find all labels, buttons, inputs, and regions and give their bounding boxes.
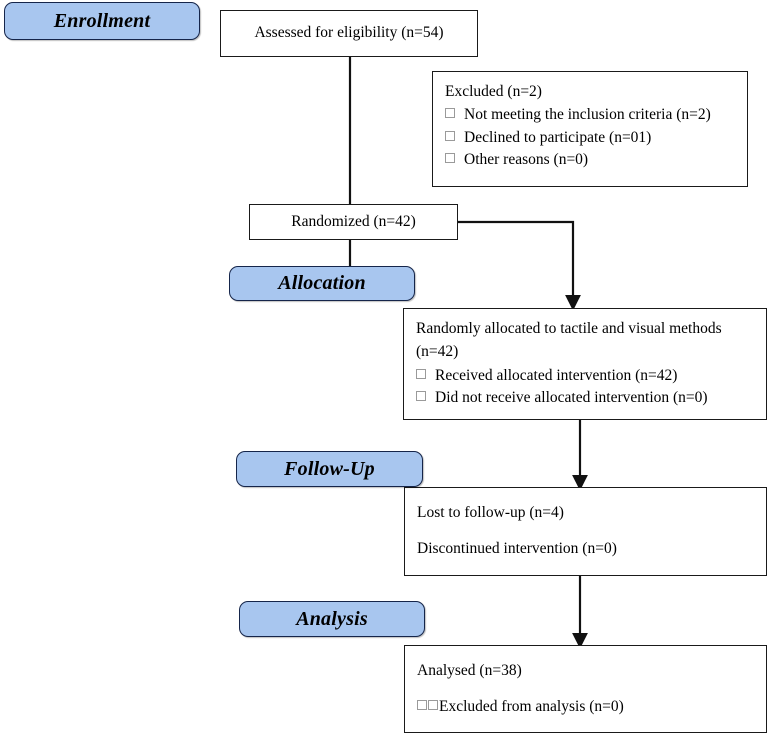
box-allocated: Randomly allocated to tactile and visual…: [403, 308, 767, 420]
checkbox-square-icon: [445, 108, 455, 119]
stage-badge-enrollment[interactable]: Enrollment: [4, 2, 200, 40]
box-follow-up-line1: Lost to follow-up (n=4): [417, 504, 564, 521]
stage-badge-enrollment-label: Enrollment: [53, 9, 151, 32]
box-excluded: Excluded (n=2) Not meeting the inclusion…: [432, 71, 748, 187]
box-excluded-item-1-label: Declined to participate (n=01): [464, 128, 652, 146]
box-excluded-item-0: Not meeting the inclusion criteria (n=2): [445, 104, 735, 126]
stage-badge-allocation-label: Allocation: [278, 272, 366, 294]
checkbox-square-icon: [416, 368, 426, 379]
stage-badge-followup-label: Follow-Up: [284, 457, 375, 480]
box-allocated-item-1: Did not receive allocated intervention (…: [416, 387, 754, 409]
stage-badge-followup[interactable]: Follow-Up: [236, 451, 423, 487]
box-allocated-heading-line2: (n=42): [416, 343, 459, 361]
checkbox-square-icon: [428, 700, 438, 711]
stage-badge-analysis-label: Analysis: [296, 607, 368, 630]
box-allocated-item-1-label: Did not receive allocated intervention (…: [435, 389, 708, 407]
box-analysis-line1: Analysed (n=38): [417, 662, 522, 679]
box-excluded-item-2-label: Other reasons (n=0): [464, 151, 589, 169]
box-randomized-text: Randomized (n=42): [291, 212, 416, 230]
edge-randomized-to-allocated-box: [458, 220, 581, 311]
box-analysis-line2-label: Excluded from analysis (n=0): [439, 698, 624, 716]
box-follow-up: Lost to follow-up (n=4) Discontinued int…: [404, 487, 767, 576]
box-excluded-item-0-label: Not meeting the inclusion criteria (n=2): [464, 106, 711, 124]
box-excluded-item-2: Other reasons (n=0): [445, 149, 735, 171]
box-allocated-item-0: Received allocated intervention (n=42): [416, 365, 754, 387]
box-analysis: Analysed (n=38) Excluded from analysis (…: [404, 645, 767, 733]
checkbox-square-icon: [445, 153, 455, 164]
box-assessed-for-eligibility: Assessed for eligibility (n=54): [220, 10, 478, 57]
box-excluded-item-1: Declined to participate (n=01): [445, 127, 735, 149]
box-excluded-heading: Excluded (n=2): [445, 83, 542, 100]
stage-badge-allocation[interactable]: Allocation: [229, 266, 415, 301]
checkbox-square-icon: [416, 391, 426, 402]
checkbox-square-icon: [445, 130, 455, 141]
checkbox-square-icon: [417, 700, 427, 711]
box-assessed-text: Assessed for eligibility (n=54): [254, 24, 444, 42]
box-follow-up-line2: Discontinued intervention (n=0): [417, 540, 617, 558]
box-randomized: Randomized (n=42): [249, 204, 458, 240]
box-allocated-heading-line1: Randomly allocated to tactile and visual…: [416, 320, 722, 337]
stage-badge-analysis[interactable]: Analysis: [239, 601, 425, 637]
box-allocated-item-0-label: Received allocated intervention (n=42): [435, 366, 678, 384]
box-analysis-line2: Excluded from analysis (n=0): [417, 696, 754, 718]
